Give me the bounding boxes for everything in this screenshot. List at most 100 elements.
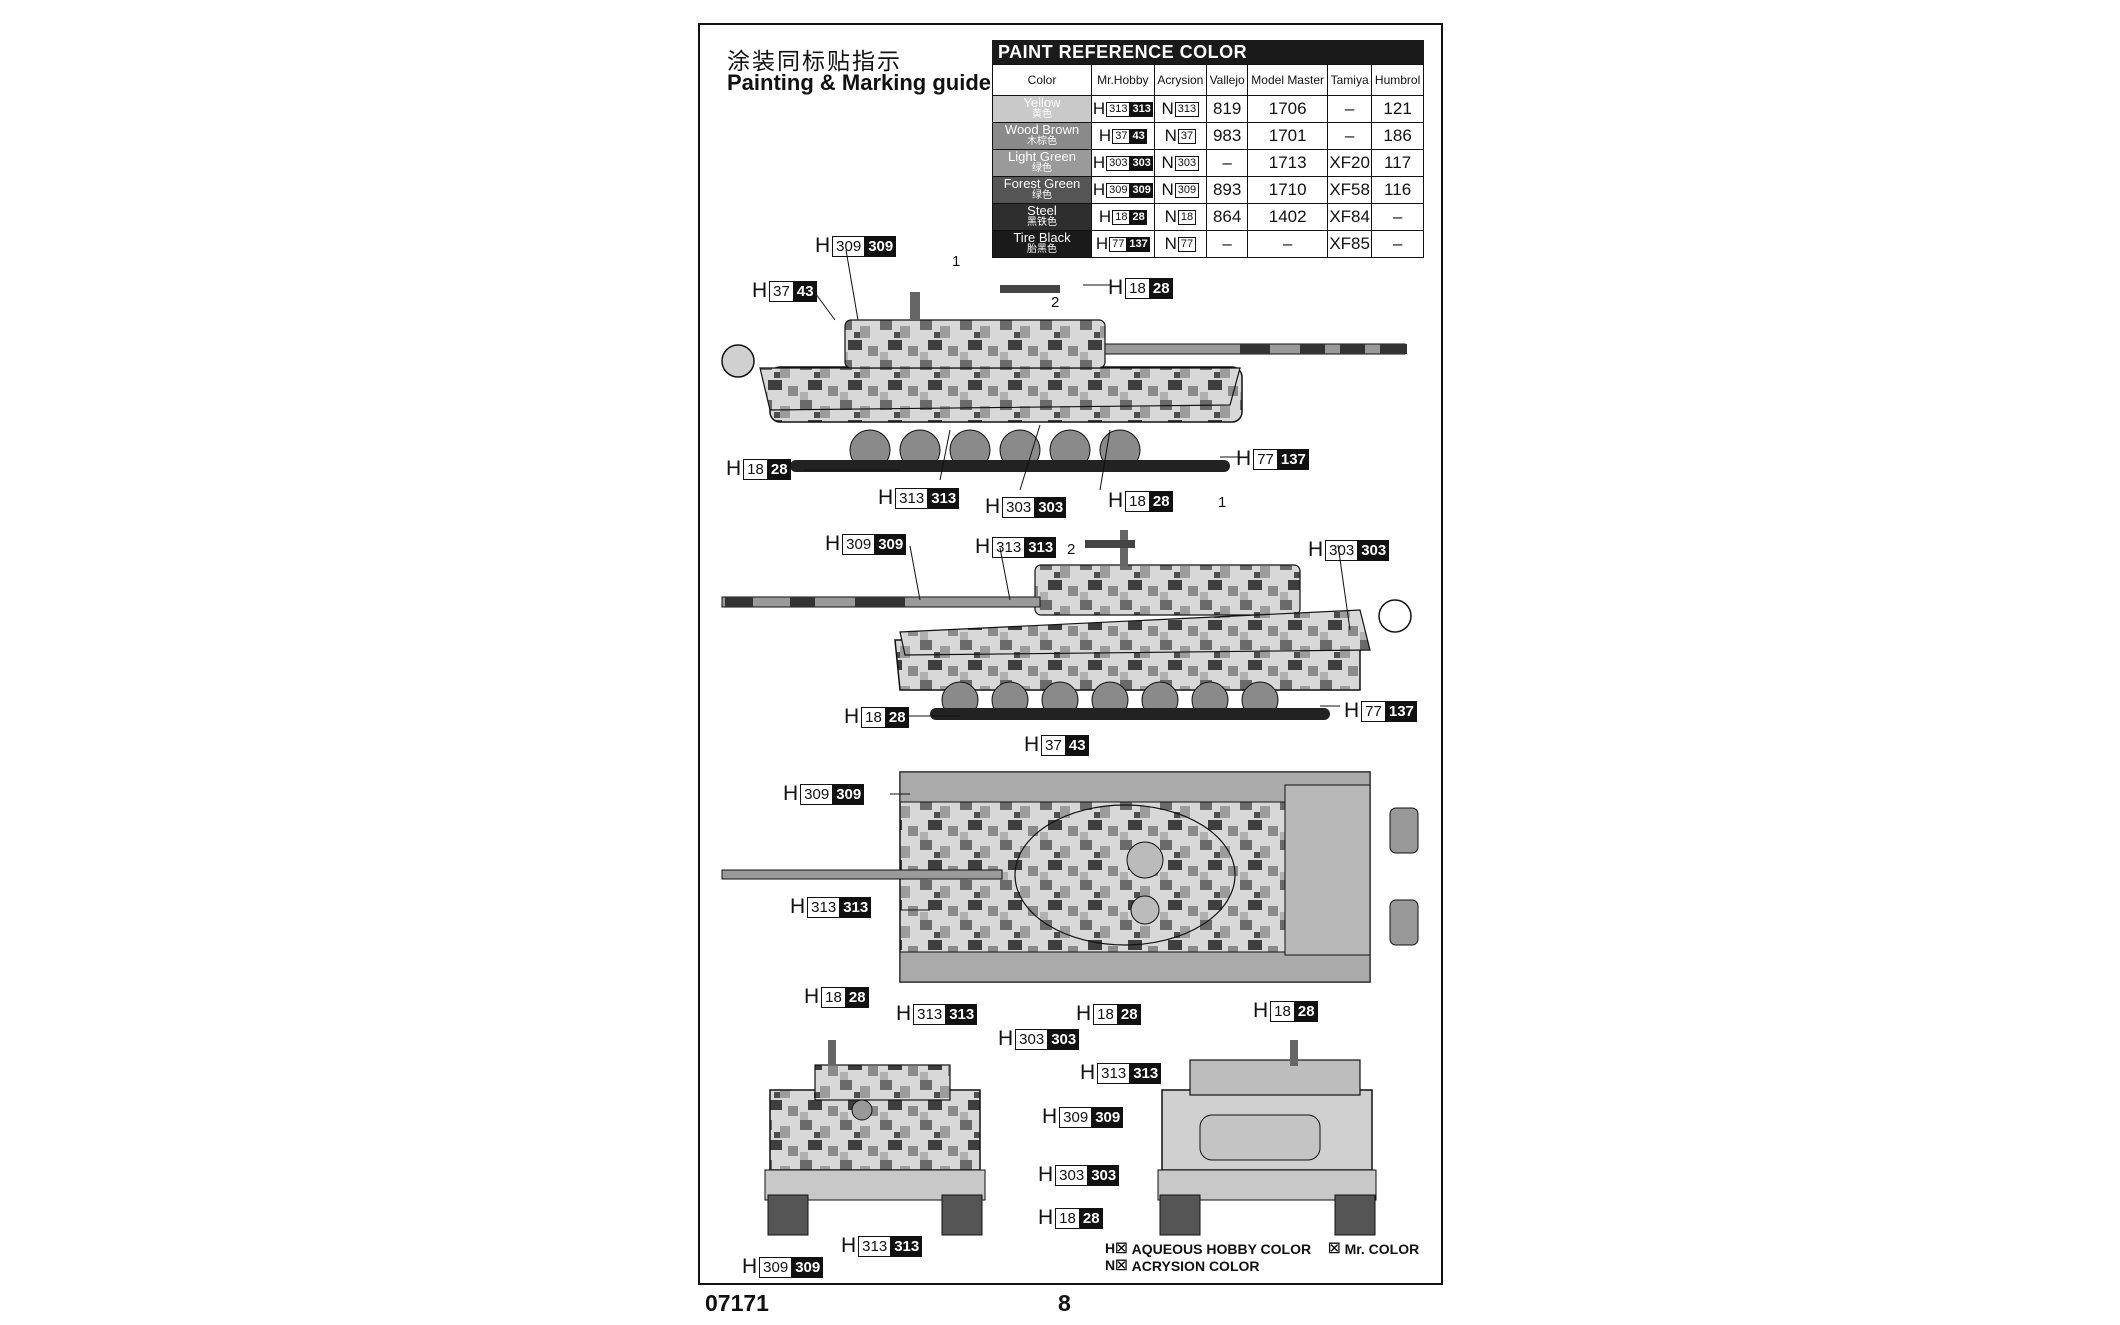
page-number: 8 [1058, 1290, 1071, 1316]
aqueous-code: 313 [807, 896, 841, 918]
aqueous-code: 303 [1015, 1028, 1049, 1050]
h-prefix: H [825, 532, 841, 555]
part-number-2b: 2 [1067, 541, 1076, 558]
aqueous-code: 303 [1055, 1164, 1089, 1186]
mrhobby-aqueous-code: 18 [1112, 209, 1131, 225]
color-name-cn: 黄色 [1032, 109, 1052, 120]
mrhobby-aqueous-code: 37 [1112, 128, 1131, 144]
model-master-cell: – [1247, 230, 1329, 258]
mr-color-code: 28 [845, 986, 869, 1008]
acrysion-code: 313 [1174, 101, 1200, 117]
mr-color-box-icon: ☒ [1328, 1240, 1341, 1256]
h-prefix: H [1098, 126, 1112, 145]
side-view-right-tank [721, 530, 1412, 720]
vallejo-cell: 864 [1206, 203, 1249, 231]
mrhobby-mrcolor-code: 303 [1130, 155, 1153, 171]
aqueous-code: 309 [800, 783, 834, 805]
mrhobby-aqueous-code: 77 [1109, 236, 1128, 252]
color-name-cn: 绿色 [1032, 190, 1052, 201]
mr-color-code: 28 [1294, 1000, 1318, 1022]
acrysion-code: 77 [1177, 236, 1197, 252]
legend-mr-color: ☒ Mr. COLOR [1328, 1240, 1419, 1257]
h-prefix: H [1024, 733, 1040, 756]
h-prefix: H [1308, 538, 1324, 561]
n-prefix: N [1161, 153, 1174, 172]
n-prefix: N [1161, 180, 1174, 199]
color-name-cn: 胎黑色 [1027, 244, 1057, 255]
aqueous-code: 313 [913, 1003, 947, 1025]
vallejo-cell: 893 [1206, 176, 1249, 204]
legend-acrysion-label: ACRYSION COLOR [1131, 1257, 1260, 1274]
model-master-cell: 1402 [1247, 203, 1329, 231]
mrhobby-mrcolor-code: 137 [1127, 236, 1150, 252]
color-name: Wood Brown [1004, 122, 1080, 137]
mr-color-code: 303 [1035, 496, 1067, 518]
rear-view-tank [1157, 1040, 1377, 1236]
h-prefix: H [783, 782, 799, 805]
mr-color-code: 43 [793, 280, 817, 302]
h-prefix: H [844, 705, 860, 728]
humbrol-cell: – [1371, 230, 1424, 258]
h-prefix: H [1080, 1061, 1096, 1084]
aqueous-code: 37 [1041, 734, 1066, 756]
mr-color-code: 28 [1149, 277, 1173, 299]
mrhobby-mrcolor-code: 309 [1130, 182, 1153, 198]
color-name: Forest Green [1003, 176, 1081, 191]
color-name: Yellow [1023, 95, 1061, 110]
aqueous-code: 313 [858, 1235, 892, 1257]
tamiya-cell: XF85 [1327, 230, 1373, 258]
acrysion-code: 309 [1174, 182, 1200, 198]
aqueous-code: 18 [821, 986, 846, 1008]
color-name: Steel [1027, 203, 1057, 218]
h-prefix: H [1344, 699, 1360, 722]
h-prefix: H [975, 535, 991, 558]
mrhobby-aqueous-code: 313 [1106, 101, 1131, 117]
h-prefix: H [841, 1234, 857, 1257]
side-view-left-tank [721, 285, 1407, 472]
h-prefix: H [1095, 234, 1109, 253]
aqueous-code: 18 [1093, 1003, 1118, 1025]
aqueous-code: 313 [895, 487, 929, 509]
title-chinese: 涂装同标贴指示 [727, 49, 902, 75]
acrysion-code: 303 [1174, 155, 1200, 171]
aqueous-code: 37 [769, 280, 794, 302]
humbrol-cell: 117 [1371, 149, 1424, 177]
h-prefix: H [878, 486, 894, 509]
mr-color-code: 309 [875, 533, 907, 555]
n-prefix: N [1164, 234, 1177, 253]
aqueous-code: 303 [1002, 496, 1036, 518]
mr-color-code: 137 [1277, 448, 1309, 470]
table-header-cell: Color [992, 64, 1092, 96]
mr-color-code: 309 [1092, 1106, 1124, 1128]
h-prefix: H [1108, 489, 1124, 512]
part-number-2a: 2 [1051, 294, 1060, 311]
h-prefix: H [1236, 447, 1252, 470]
humbrol-cell: – [1371, 203, 1424, 231]
mr-color-code: 309 [833, 783, 865, 805]
mr-color-code: 313 [840, 896, 872, 918]
title-english: Painting & Marking guide [727, 70, 992, 95]
mr-color-code: 313 [1025, 536, 1057, 558]
h-prefix: H [1092, 153, 1106, 172]
aqueous-code: 309 [759, 1256, 793, 1278]
